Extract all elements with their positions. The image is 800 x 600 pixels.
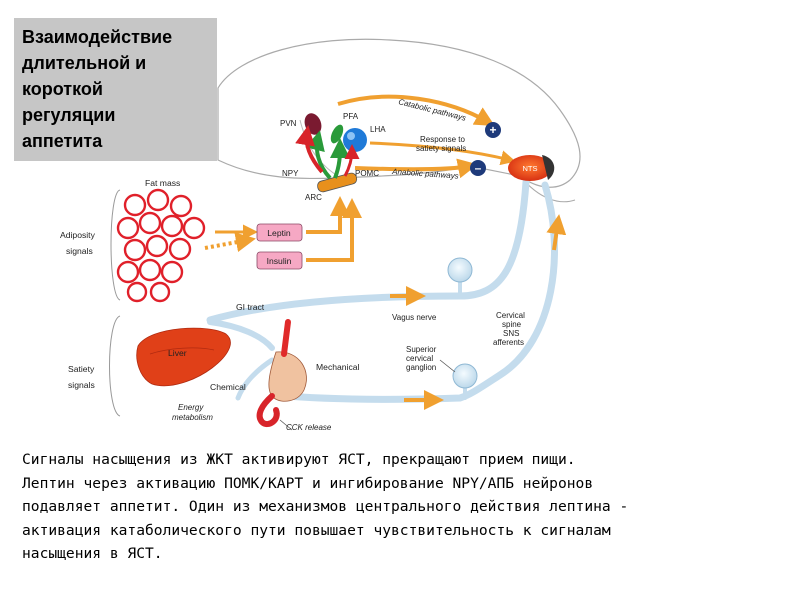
fat-cells [116,188,206,303]
energy-label-1: Energy [178,403,204,412]
title-line-2: длительной и [22,53,147,73]
superior-ganglion-pointer [439,359,456,373]
fat-mass-label: Fat mass [145,178,180,188]
catabolic-pathway-arrow [337,94,495,127]
cervical-label-4: afferents [493,338,524,347]
cervical-label-2: spine [502,320,522,329]
adiposity-label-1: Adiposity [60,230,96,240]
insulin-box [256,251,303,270]
minus-sign: – [475,161,482,175]
satiety-bracket [109,315,121,417]
response-label-1: Response to [420,135,465,144]
liver-label: Liver [168,348,187,358]
nerve-pathways [206,178,558,403]
arc-label: ARC [305,193,322,202]
insulin-label: Insulin [267,256,292,266]
pvn-label: PVN [280,119,297,128]
npy-green-arrow [305,130,332,180]
chemical-label: Chemical [210,382,246,392]
liver [136,327,231,387]
anabolic-pathway-arrow [354,158,478,179]
leptin-label: Leptin [267,228,291,238]
title-line-4: регуляции [22,105,116,125]
caption: Сигналы насыщения из ЖКТ активируют ЯСТ,… [22,448,792,566]
npy-label: NPY [282,169,299,178]
title-line-3: короткой [22,79,103,99]
duodenum [256,393,280,428]
pomc-label: POMC [355,169,379,178]
pfa-nucleus [330,124,344,144]
caption-line-3: подавляет аппетит. Один из механизмов це… [22,498,629,515]
superior-ganglion-label-1: Superior [406,345,437,354]
esophagus [281,319,291,357]
pomc-red-arrow [295,125,324,174]
npy-green-arrow-2 [329,138,350,179]
spine-up-arrow [546,214,567,251]
response-label-2: satiety signals [416,144,466,153]
title-line-5: аппетита [22,131,103,151]
superior-ganglion-label-3: ganglion [406,363,436,372]
adiposity-bracket [110,189,121,301]
superior-cervical-ganglion [452,363,478,389]
lha-nucleus [343,128,367,152]
nts-label: NTS [523,164,538,173]
vagus-nerve-label: Vagus nerve [392,313,437,322]
caption-line-1: Сигналы насыщения из ЖКТ активируют ЯСТ,… [22,451,576,468]
cervical-label-3: SNS [503,329,519,338]
lha-highlight [347,132,355,140]
fat-to-hormone-arrow [204,232,256,253]
satiety-response-arrow [369,141,516,166]
plus-node [485,122,501,138]
cervical-label-1: Cervical [496,311,525,320]
leptin-box [256,223,303,242]
satiety-label-2: signals [68,380,95,390]
adiposity-label-2: signals [66,246,93,256]
plus-sign: + [489,123,496,137]
nts-nucleus [508,155,552,181]
superior-ganglion-label-2: cervical [406,354,433,363]
nts-cap [542,155,555,180]
caption-line-5: насыщения в ЯСТ. [22,545,163,562]
satiety-label-1: Satiety [68,364,95,374]
title-box: Взаимодействие длительной и короткой рег… [14,18,217,161]
minus-node [470,160,486,176]
energy-label-2: metabolism [172,413,213,422]
lha-label: LHA [370,125,386,134]
leptin-to-arc-arrow [306,196,350,234]
vagus-ganglion [447,257,473,283]
mechanical-label: Mechanical [316,362,360,372]
stomach [268,351,307,402]
caption-line-4: активация катаболического пути повышает … [22,521,611,539]
pomc-red-arrow-2 [343,144,360,177]
insulin-to-arc-arrow [306,198,362,262]
gi-tract-label: GI tract [236,302,265,312]
pfa-label: PFA [343,112,359,121]
caption-line-2: Лептин через активацию ПОМК/КАРТ и ингиб… [22,474,594,492]
title-line-1: Взаимодействие [22,27,173,47]
cck-pointer [279,419,293,431]
cck-label: CCK release [286,423,332,432]
liver-lobe [149,347,215,355]
